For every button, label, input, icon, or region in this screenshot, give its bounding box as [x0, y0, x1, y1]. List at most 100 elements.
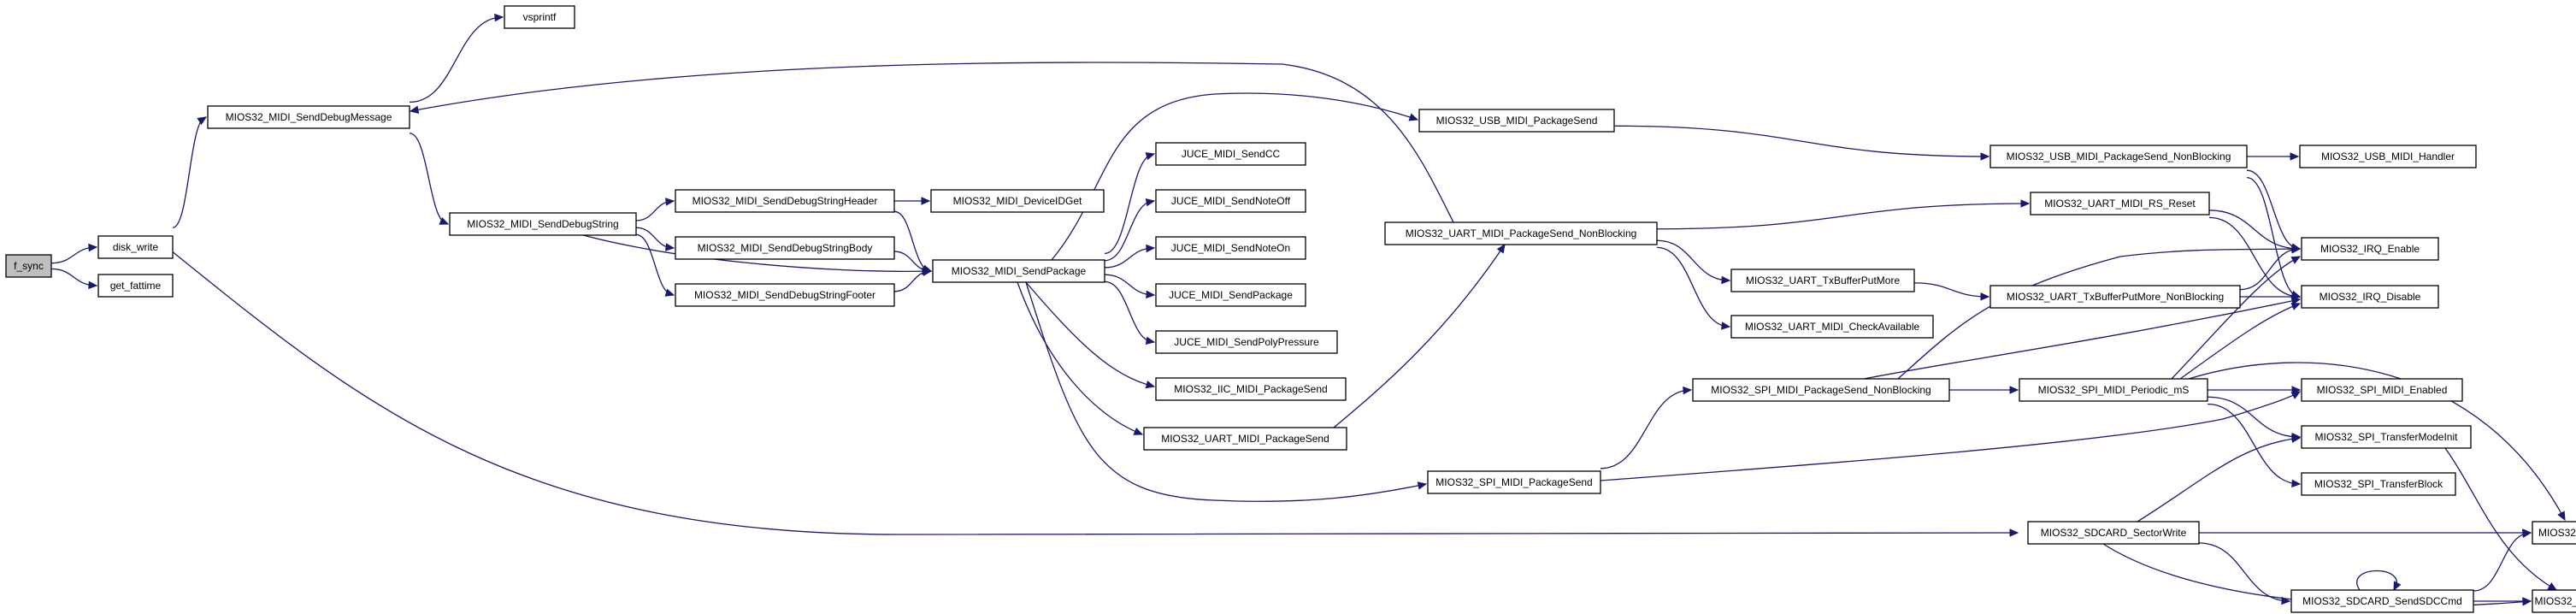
- node-box-SPI_TransferModeInit[interactable]: [2301, 425, 2472, 449]
- node-SendDebugStringHeader[interactable]: MIOS32_MIDI_SendDebugStringHeader: [675, 189, 895, 213]
- node-box-SPI_TransferBlock[interactable]: [2301, 472, 2456, 496]
- node-box-SendDebugStringFooter[interactable]: [675, 283, 895, 307]
- node-box-JUCE_SendNoteOn[interactable]: [1155, 236, 1306, 260]
- node-DeviceIDGet[interactable]: MIOS32_MIDI_DeviceIDGet: [930, 189, 1105, 213]
- node-box-IRQ_Disable[interactable]: [2301, 285, 2439, 309]
- node-box-JUCE_SendPolyPressure[interactable]: [1155, 330, 1338, 354]
- edge-UART_RS_Reset-to-IRQ_Enable: [2208, 210, 2301, 250]
- node-UART_RS_Reset[interactable]: MIOS32_UART_MIDI_RS_Reset: [2030, 192, 2210, 215]
- node-box-JUCE_SendNoteOff[interactable]: [1155, 189, 1306, 213]
- node-box-get_fattime[interactable]: [97, 274, 174, 298]
- node-box-f_sync[interactable]: [5, 254, 52, 278]
- arrowhead-SendPackage-to-USB_PackageSend: [1408, 113, 1419, 121]
- node-SendDebugString[interactable]: MIOS32_MIDI_SendDebugString: [449, 212, 637, 236]
- node-get_fattime[interactable]: get_fattime: [97, 274, 174, 298]
- edge-SendPackage-to-IIC_PackageSend: [1025, 281, 1155, 387]
- node-SPI_MIDI_Enabled[interactable]: MIOS32_SPI_MIDI_Enabled: [2301, 378, 2463, 402]
- node-SendDebugStringFooter[interactable]: MIOS32_MIDI_SendDebugStringFooter: [675, 283, 895, 307]
- arrowhead-UART_PackageSend-to-UART_PackageSend_NB: [1496, 243, 1506, 254]
- node-label-f_sync: f_sync: [14, 260, 44, 272]
- edge-UART_PackageSend-to-UART_PackageSend_NB: [1333, 244, 1506, 428]
- node-box-SPI_Periodic_mS[interactable]: [2019, 378, 2208, 402]
- node-USB_PackageSend[interactable]: MIOS32_USB_MIDI_PackageSend: [1418, 109, 1615, 133]
- node-box-IRQ_Enable[interactable]: [2301, 237, 2439, 261]
- node-box-SendDebugStringBody[interactable]: [675, 236, 895, 260]
- node-SPI_Periodic_mS[interactable]: MIOS32_SPI_MIDI_Periodic_mS: [2019, 378, 2208, 402]
- node-IRQ_Disable[interactable]: MIOS32_IRQ_Disable: [2301, 285, 2439, 309]
- node-box-USB_PackageSend[interactable]: [1418, 109, 1615, 133]
- node-UART_PackageSend[interactable]: MIOS32_UART_MIDI_PackageSend: [1143, 427, 1347, 451]
- node-SendPackage[interactable]: MIOS32_MIDI_SendPackage: [932, 259, 1105, 283]
- node-box-SDCARD_SectorWrite[interactable]: [2027, 521, 2200, 545]
- node-label-SendDebugStringFooter: MIOS32_MIDI_SendDebugStringFooter: [694, 289, 875, 301]
- edge-UART_RS_Reset-to-IRQ_Disable: [2208, 216, 2301, 298]
- node-box-disk_write[interactable]: [97, 235, 174, 259]
- edges-layer: [50, 13, 2566, 607]
- node-label-UART_TxBufferPutMore_NB: MIOS32_UART_TxBufferPutMore_NonBlocking: [2007, 291, 2224, 303]
- node-box-SendDebugString[interactable]: [449, 212, 637, 236]
- node-box-JUCE_SendPackage[interactable]: [1155, 283, 1306, 307]
- node-box-SPI_RC_PinSet[interactable]: [2532, 521, 2576, 545]
- node-box-JUCE_SendCC[interactable]: [1155, 142, 1306, 166]
- node-label-DeviceIDGet: MIOS32_MIDI_DeviceIDGet: [953, 195, 1082, 207]
- node-box-SPI_TransferByte[interactable]: [2532, 589, 2576, 613]
- node-JUCE_SendPackage[interactable]: JUCE_MIDI_SendPackage: [1155, 283, 1306, 307]
- node-box-UART_PackageSend[interactable]: [1143, 427, 1347, 451]
- node-SPI_TransferByte[interactable]: MIOS32_SPI_TransferByte: [2532, 589, 2576, 613]
- node-label-SendPackage: MIOS32_MIDI_SendPackage: [952, 265, 1087, 277]
- node-box-SDCARD_SendSDCCmd[interactable]: [2290, 589, 2474, 613]
- node-UART_CheckAvailable[interactable]: MIOS32_UART_MIDI_CheckAvailable: [1730, 315, 1934, 339]
- node-SPI_RC_PinSet[interactable]: MIOS32_SPI_RC_PinSet: [2532, 521, 2576, 545]
- node-USB_Handler[interactable]: MIOS32_USB_MIDI_Handler: [2299, 145, 2477, 168]
- node-SDCARD_SendSDCCmd[interactable]: MIOS32_SDCARD_SendSDCCmd: [2290, 589, 2474, 613]
- node-box-SendDebugStringHeader[interactable]: [675, 189, 895, 213]
- arrowhead-SendPackage-to-SPI_PackageSend: [1417, 481, 1428, 490]
- edge-SendPackage-to-SPI_PackageSend: [1025, 281, 1427, 502]
- node-SPI_PackageSend_NB[interactable]: MIOS32_SPI_MIDI_PackageSend_NonBlocking: [1692, 378, 1950, 402]
- node-box-UART_PackageSend_NB[interactable]: [1384, 221, 1658, 245]
- node-UART_PackageSend_NB[interactable]: MIOS32_UART_MIDI_PackageSend_NonBlocking: [1384, 221, 1658, 245]
- node-box-SendDebugMessage[interactable]: [207, 105, 410, 129]
- node-box-SPI_PackageSend[interactable]: [1427, 470, 1601, 494]
- node-box-UART_TxBufferPutMore_NB[interactable]: [1989, 285, 2241, 309]
- node-label-IRQ_Enable: MIOS32_IRQ_Enable: [2320, 243, 2420, 255]
- node-SPI_PackageSend[interactable]: MIOS32_SPI_MIDI_PackageSend: [1427, 470, 1601, 494]
- node-box-SPI_MIDI_Enabled[interactable]: [2301, 378, 2463, 402]
- node-box-UART_TxBufferPutMore[interactable]: [1730, 269, 1915, 292]
- node-JUCE_SendNoteOn[interactable]: JUCE_MIDI_SendNoteOn: [1155, 236, 1306, 260]
- node-IIC_PackageSend[interactable]: MIOS32_IIC_MIDI_PackageSend: [1155, 377, 1347, 401]
- node-box-USB_Handler[interactable]: [2299, 145, 2477, 168]
- edge-SendPackage-to-UART_PackageSend: [1017, 281, 1143, 435]
- node-box-UART_CheckAvailable[interactable]: [1730, 315, 1934, 339]
- node-JUCE_SendNoteOff[interactable]: JUCE_MIDI_SendNoteOff: [1155, 189, 1306, 213]
- node-box-SendPackage[interactable]: [932, 259, 1105, 283]
- arrowhead-f_sync-to-get_fattime: [88, 280, 98, 290]
- node-box-DeviceIDGet[interactable]: [930, 189, 1105, 213]
- node-label-SPI_MIDI_Enabled: MIOS32_SPI_MIDI_Enabled: [2317, 384, 2448, 396]
- node-JUCE_SendCC[interactable]: JUCE_MIDI_SendCC: [1155, 142, 1306, 166]
- node-SendDebugStringBody[interactable]: MIOS32_MIDI_SendDebugStringBody: [675, 236, 895, 260]
- node-UART_TxBufferPutMore[interactable]: MIOS32_UART_TxBufferPutMore: [1730, 269, 1915, 292]
- node-vsprintf[interactable]: vsprintf: [504, 5, 575, 29]
- edge-SPI_PackageSend_NB-to-IRQ_Disable: [1863, 298, 2301, 380]
- node-box-USB_PackageSend_NB[interactable]: [1989, 145, 2248, 168]
- arrowhead-SPI_Periodic_mS-to-SPI_RC_PinSet: [2557, 511, 2566, 522]
- edge-SendPackage-to-USB_PackageSend: [1051, 92, 1418, 261]
- node-box-IIC_PackageSend[interactable]: [1155, 377, 1347, 401]
- node-box-SPI_PackageSend_NB[interactable]: [1692, 378, 1950, 402]
- node-USB_PackageSend_NB[interactable]: MIOS32_USB_MIDI_PackageSend_NonBlocking: [1989, 145, 2248, 168]
- node-box-UART_RS_Reset[interactable]: [2030, 192, 2210, 215]
- node-disk_write[interactable]: disk_write: [97, 235, 174, 259]
- edge-SDCARD_SendSDCCmd-to-SDCARD_SendSDCCmd: [2356, 570, 2397, 591]
- node-SPI_TransferBlock[interactable]: MIOS32_SPI_TransferBlock: [2301, 472, 2456, 496]
- node-UART_TxBufferPutMore_NB[interactable]: MIOS32_UART_TxBufferPutMore_NonBlocking: [1989, 285, 2241, 309]
- node-SendDebugMessage[interactable]: MIOS32_MIDI_SendDebugMessage: [207, 105, 410, 129]
- node-SDCARD_SectorWrite[interactable]: MIOS32_SDCARD_SectorWrite: [2027, 521, 2200, 545]
- node-label-SendDebugStringHeader: MIOS32_MIDI_SendDebugStringHeader: [693, 195, 878, 207]
- node-IRQ_Enable[interactable]: MIOS32_IRQ_Enable: [2301, 237, 2439, 261]
- edge-UART_TxBufferPutMore-to-UART_TxBufferPutMore_NB: [1913, 282, 1989, 298]
- node-f_sync[interactable]: f_sync: [5, 254, 52, 278]
- node-SPI_TransferModeInit[interactable]: MIOS32_SPI_TransferModeInit: [2301, 425, 2472, 449]
- node-JUCE_SendPolyPressure[interactable]: JUCE_MIDI_SendPolyPressure: [1155, 330, 1338, 354]
- node-box-vsprintf[interactable]: [504, 5, 575, 29]
